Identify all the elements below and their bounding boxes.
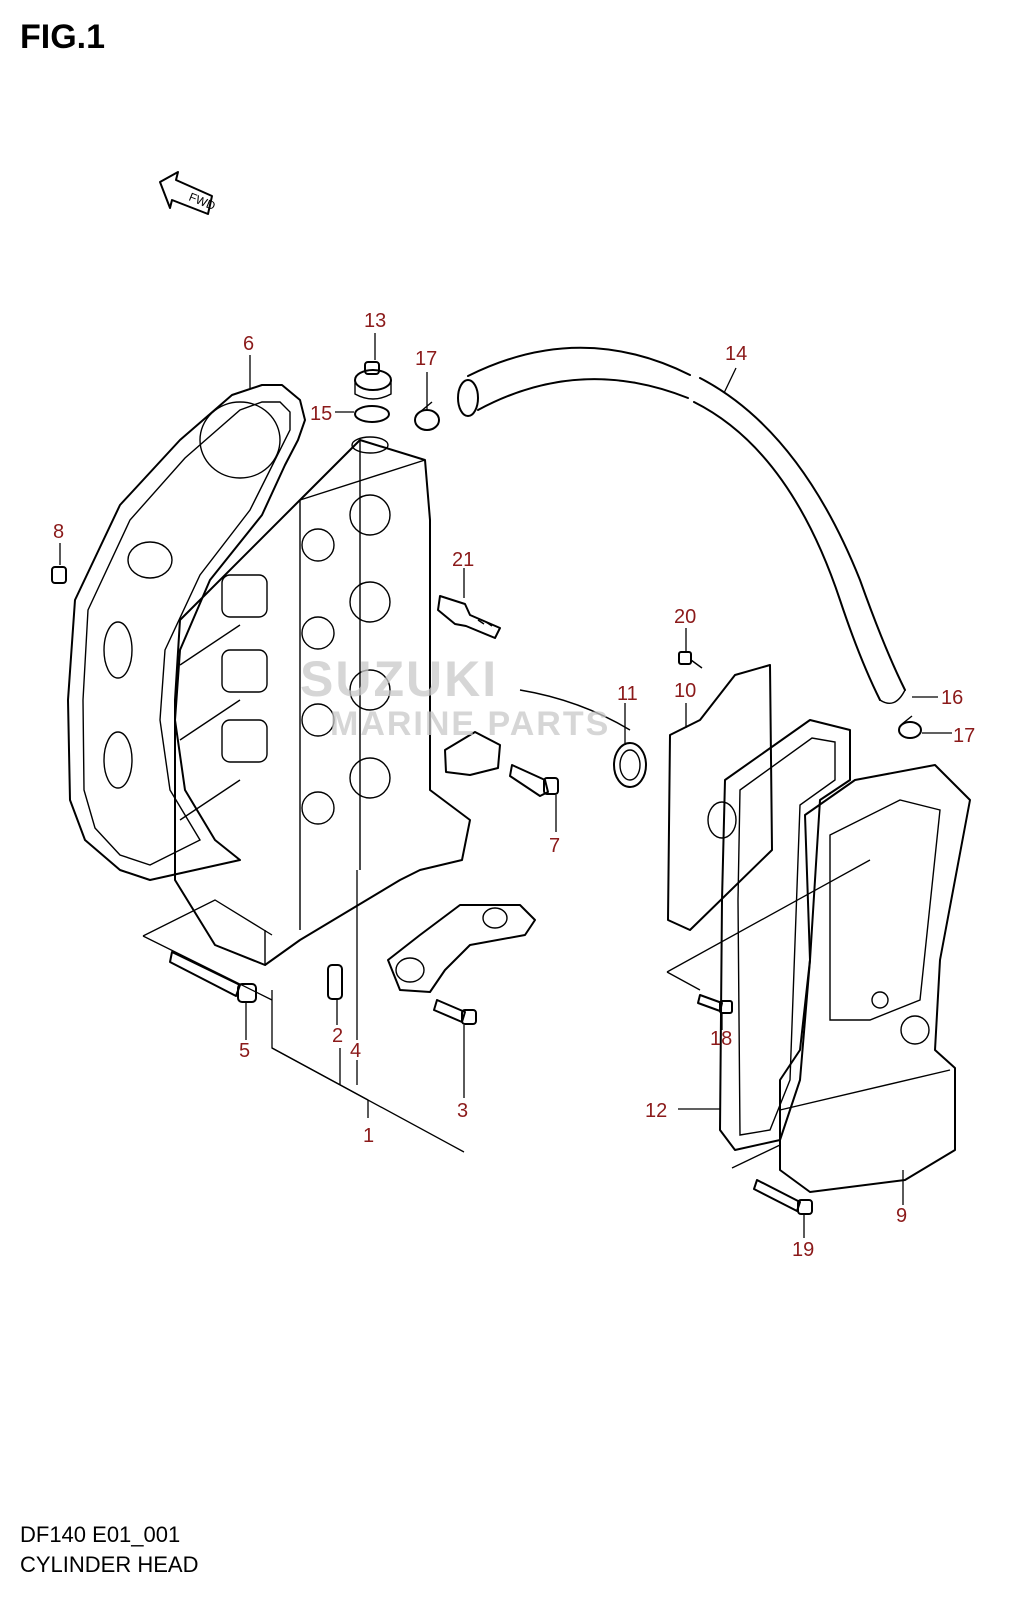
dowel-2	[327, 964, 343, 1000]
dowel-pin	[51, 566, 67, 584]
callout-20: 20	[674, 606, 696, 628]
water-hose	[457, 346, 906, 704]
figure-title: FIG.1	[20, 18, 106, 56]
bolt-18	[697, 994, 733, 1014]
fwd-label: FWD	[187, 190, 218, 213]
watermark-brand: SUZUKI	[300, 651, 499, 707]
callout-10: 10	[674, 680, 696, 702]
water-seal	[519, 689, 647, 788]
callout-6: 6	[243, 333, 254, 355]
watermark-subtitle: MARINE PARTS	[330, 705, 611, 743]
bolt-5	[169, 951, 257, 1003]
callout-2: 2	[332, 1025, 343, 1047]
callout-21: 21	[452, 549, 474, 571]
camshaft-cap-upper	[444, 731, 501, 776]
cover-gasket	[667, 664, 773, 931]
callout-1: 1	[363, 1125, 374, 1147]
leader-lines	[59, 333, 952, 1238]
head-gasket	[67, 384, 306, 881]
callout-12: 12	[645, 1100, 667, 1122]
callout-7: 7	[549, 835, 560, 857]
callout-18: 18	[710, 1028, 732, 1050]
callout-19: 19	[792, 1239, 814, 1261]
callout-5: 5	[239, 1040, 250, 1062]
hose-clamp-lower	[898, 715, 922, 739]
callout-14: 14	[725, 343, 747, 365]
cylinder-head	[174, 436, 471, 967]
figure-name: CYLINDER HEAD	[20, 1552, 199, 1577]
callout-17-lower: 17	[953, 725, 975, 747]
o-ring	[354, 405, 390, 423]
bolt-20	[678, 651, 703, 669]
callout-8: 8	[53, 521, 64, 543]
callout-17-upper: 17	[415, 348, 437, 370]
callout-15: 15	[310, 403, 332, 425]
callout-9: 9	[896, 1205, 907, 1227]
cover-gasket-seal	[719, 719, 851, 1151]
callout-11: 11	[617, 683, 638, 705]
callout-3: 3	[457, 1100, 468, 1122]
callout-4: 4	[350, 1040, 361, 1062]
callout-16: 16	[941, 687, 963, 709]
bolt-3	[433, 999, 477, 1025]
bolt-19	[753, 1179, 813, 1215]
plug	[354, 361, 392, 400]
fwd-arrow-icon: FWD	[159, 171, 218, 215]
callout-13: 13	[364, 310, 386, 332]
bolt-7	[509, 764, 559, 797]
spark-plug	[437, 595, 501, 639]
camshaft-cap-lower	[387, 904, 536, 993]
figure-code: DF140 E01_001	[20, 1522, 181, 1547]
cylinder-head-cover	[779, 764, 971, 1193]
